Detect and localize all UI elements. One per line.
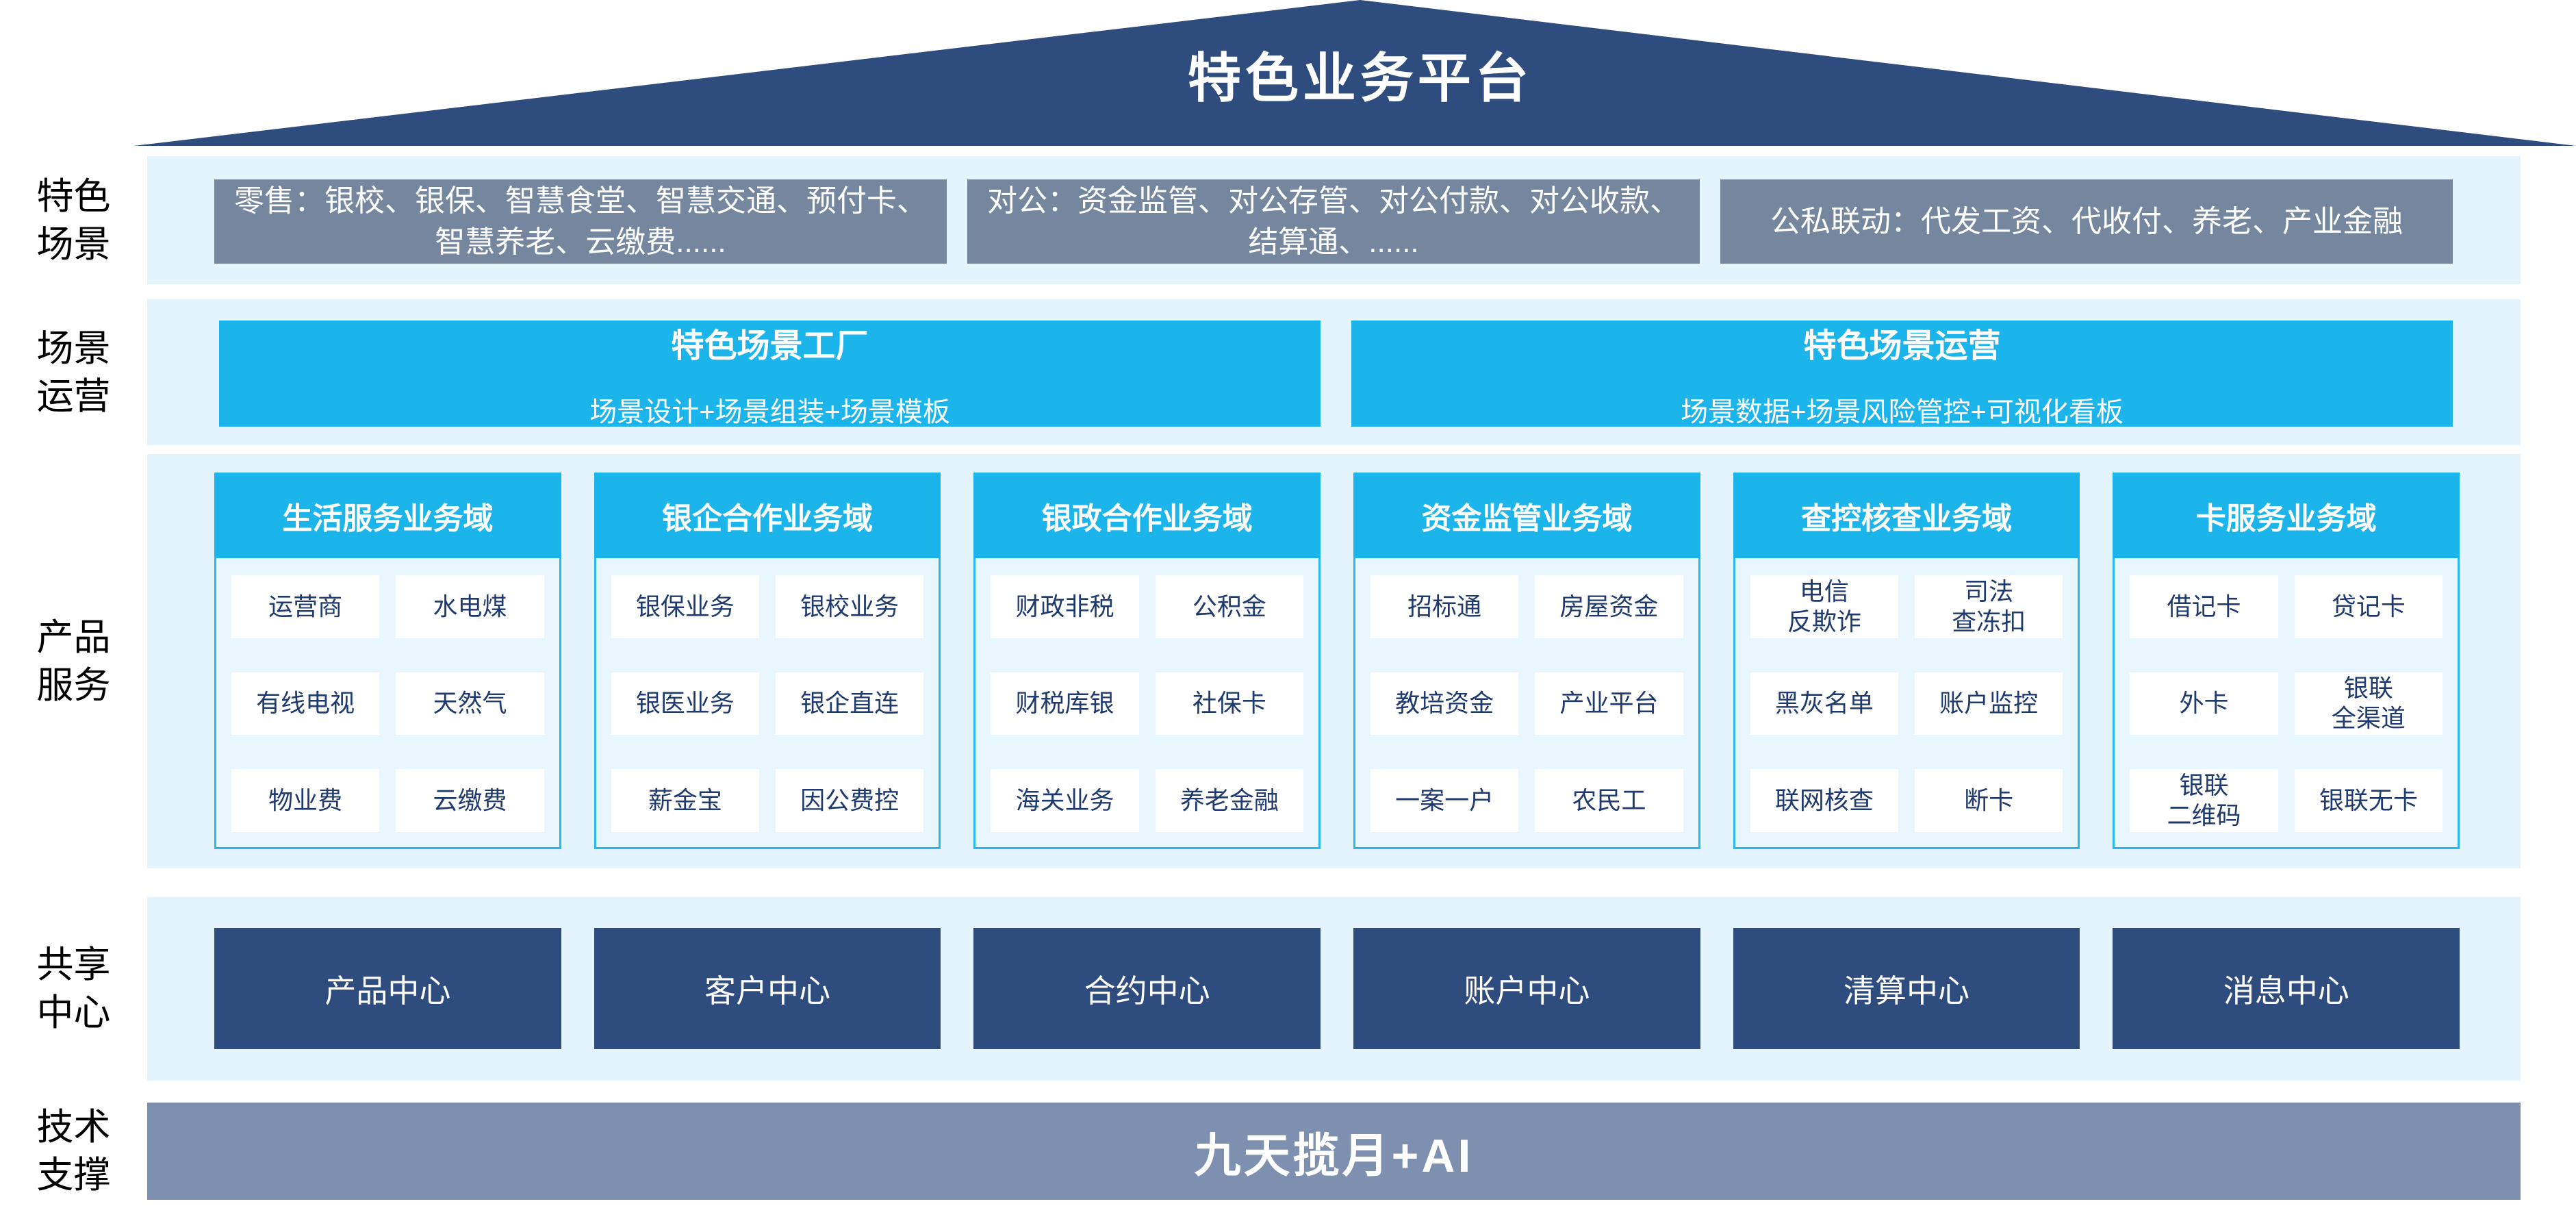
domain-item: 云缴费 [396, 769, 544, 832]
domain-inquiry-control: 查控核查业务域 电信 反欺诈 司法 查冻扣 黑灰名单 账户监控 联网核查 断卡 [1733, 473, 2080, 849]
domain-item: 账户监控 [1915, 672, 2063, 736]
domain-item: 银医业务 [611, 672, 759, 736]
domain-item: 银联 二维码 [2130, 769, 2278, 832]
center-box-product: 产品中心 [214, 928, 561, 1049]
products-band: 生活服务业务域 运营商 水电煤 有线电视 天然气 物业费 云缴费 银企合作业务域… [147, 454, 2521, 868]
domain-item: 电信 反欺诈 [1750, 575, 1899, 638]
domain-header: 资金监管业务域 [1353, 473, 1700, 558]
domain-life-services: 生活服务业务域 运营商 水电煤 有线电视 天然气 物业费 云缴费 [214, 473, 561, 849]
domain-item: 社保卡 [1155, 672, 1304, 736]
domain-item: 海关业务 [991, 769, 1139, 832]
domain-item: 运营商 [231, 575, 380, 638]
domain-item: 一案一户 [1370, 769, 1519, 832]
domain-body: 电信 反欺诈 司法 查冻扣 黑灰名单 账户监控 联网核查 断卡 [1733, 558, 2080, 849]
scene-box-retail: 零售：银校、银保、智慧食堂、智慧交通、预付卡、智慧养老、云缴费...... [214, 179, 947, 264]
domain-item: 公积金 [1155, 575, 1304, 638]
domain-header: 银企合作业务域 [594, 473, 941, 558]
center-box-message: 消息中心 [2113, 928, 2460, 1049]
domain-item: 物业费 [231, 769, 380, 832]
side-label-products: 产品 服务 [36, 616, 111, 706]
domain-item: 司法 查冻扣 [1915, 575, 2063, 638]
operation-box-title: 特色场景工厂 [671, 327, 869, 364]
domain-item: 黑灰名单 [1750, 672, 1899, 736]
domain-item: 借记卡 [2130, 575, 2278, 638]
domain-fund-supervision: 资金监管业务域 招标通 房屋资金 教培资金 产业平台 一案一户 农民工 [1353, 473, 1700, 849]
domain-item: 天然气 [396, 672, 544, 736]
domain-item: 断卡 [1915, 769, 2063, 832]
domain-body: 招标通 房屋资金 教培资金 产业平台 一案一户 农民工 [1353, 558, 1700, 849]
domain-header: 生活服务业务域 [214, 473, 561, 558]
domain-body: 财政非税 公积金 财税库银 社保卡 海关业务 养老金融 [973, 558, 1321, 849]
scenes-band: 零售：银校、银保、智慧食堂、智慧交通、预付卡、智慧养老、云缴费...... 对公… [147, 156, 2521, 284]
domain-body: 运营商 水电煤 有线电视 天然气 物业费 云缴费 [214, 558, 561, 849]
side-label-centers: 共享 中心 [36, 944, 111, 1033]
operation-band: 特色场景工厂 场景设计+场景组装+场景模板 特色场景运营 场景数据+场景风险管控… [147, 299, 2521, 445]
side-label-operation: 场景 运营 [36, 327, 111, 417]
domain-header: 卡服务业务域 [2113, 473, 2460, 558]
domain-item: 薪金宝 [611, 769, 759, 832]
domain-item: 银联 全渠道 [2294, 672, 2443, 736]
side-label-tech: 技术 支撑 [36, 1107, 111, 1196]
domain-item: 产业平台 [1535, 672, 1683, 736]
platform-title: 特色业务平台 [1187, 48, 1533, 108]
center-box-account: 账户中心 [1353, 928, 1700, 1049]
domain-body: 银保业务 银校业务 银医业务 银企直连 薪金宝 因公费控 [594, 558, 941, 849]
domain-item: 招标通 [1370, 575, 1519, 638]
side-label-scenes: 特色 场景 [36, 175, 111, 265]
domain-item: 养老金融 [1155, 769, 1304, 832]
domain-item: 联网核查 [1750, 769, 1899, 832]
domain-item: 教培资金 [1370, 672, 1519, 736]
domain-item: 财政非税 [991, 575, 1139, 638]
domain-item: 水电煤 [396, 575, 544, 638]
center-box-customer: 客户中心 [594, 928, 941, 1049]
domain-header: 查控核查业务域 [1733, 473, 2080, 558]
operation-box-title: 特色场景运营 [1803, 327, 2001, 364]
domain-item: 房屋资金 [1535, 575, 1683, 638]
center-box-contract: 合约中心 [973, 928, 1321, 1049]
domain-bank-government: 银政合作业务域 财政非税 公积金 财税库银 社保卡 海关业务 养老金融 [973, 473, 1321, 849]
domain-item: 有线电视 [231, 672, 380, 736]
domain-item: 银校业务 [776, 575, 924, 638]
domain-item: 银企直连 [776, 672, 924, 736]
domain-item: 银联无卡 [2294, 769, 2443, 832]
centers-band: 产品中心 客户中心 合约中心 账户中心 清算中心 消息中心 [147, 897, 2521, 1081]
domain-header: 银政合作业务域 [973, 473, 1321, 558]
scene-box-corporate: 对公：资金监管、对公存管、对公付款、对公收款、结算通、...... [967, 179, 1700, 264]
domain-item: 因公费控 [776, 769, 924, 832]
domain-item: 农民工 [1535, 769, 1683, 832]
domain-item: 贷记卡 [2294, 575, 2443, 638]
domain-item: 银保业务 [611, 575, 759, 638]
operation-box-subtitle: 场景数据+场景风险管控+可视化看板 [1681, 397, 2124, 427]
domain-bank-enterprise: 银企合作业务域 银保业务 银校业务 银医业务 银企直连 薪金宝 因公费控 [594, 473, 941, 849]
operation-box-factory: 特色场景工厂 场景设计+场景组装+场景模板 [219, 320, 1321, 427]
operation-box-subtitle: 场景设计+场景组装+场景模板 [589, 397, 950, 427]
operation-box-operation: 特色场景运营 场景数据+场景风险管控+可视化看板 [1351, 320, 2453, 427]
domain-item: 财税库银 [991, 672, 1139, 736]
domain-item: 外卡 [2130, 672, 2278, 736]
center-box-clearing: 清算中心 [1733, 928, 2080, 1049]
tech-support-bar: 九天揽月+AI [147, 1103, 2521, 1200]
scene-box-linkage: 公私联动：代发工资、代收付、养老、产业金融 [1720, 179, 2453, 264]
domain-body: 借记卡 贷记卡 外卡 银联 全渠道 银联 二维码 银联无卡 [2113, 558, 2460, 849]
domain-card-services: 卡服务业务域 借记卡 贷记卡 外卡 银联 全渠道 银联 二维码 银联无卡 [2113, 473, 2460, 849]
